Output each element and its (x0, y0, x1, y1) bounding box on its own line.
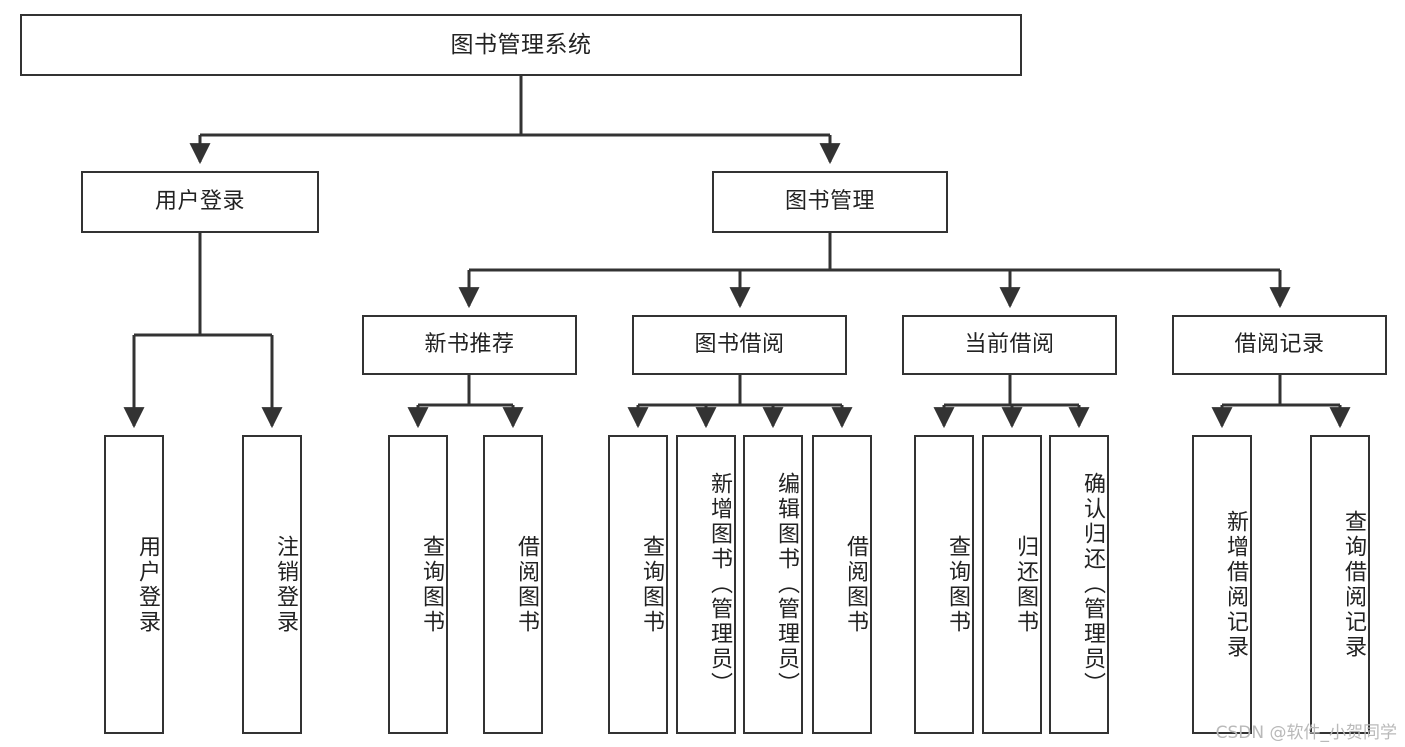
leaf-book-borrow-add[interactable]: 新增图书（管理员） (676, 435, 736, 734)
node-label: 借阅图书 (514, 534, 539, 635)
node-label: 用户登录 (154, 189, 245, 215)
leaf-borrow-record-query[interactable]: 查询借阅记录 (1310, 435, 1370, 734)
node-label: 当前借阅 (964, 332, 1055, 358)
node-label: 查询图书 (639, 534, 664, 635)
node-label: 新增借阅记录 (1223, 509, 1248, 660)
node-label: 图书借阅 (694, 332, 785, 358)
node-label: 查询图书 (945, 534, 970, 635)
leaf-new-book-query[interactable]: 查询图书 (388, 435, 448, 734)
leaf-book-borrow-borrow[interactable]: 借阅图书 (812, 435, 872, 734)
watermark-text: CSDN @软件_小贺同学 (1215, 723, 1397, 743)
node-label: 归还图书 (1013, 534, 1038, 635)
leaf-user-login-logout[interactable]: 注销登录 (242, 435, 302, 734)
node-label: 新增图书（管理员） (707, 472, 732, 697)
node-label: 查询借阅记录 (1341, 509, 1366, 660)
node-label: 新书推荐 (424, 332, 515, 358)
node-label: 图书管理 (784, 189, 875, 215)
node-label: 用户登录 (135, 534, 160, 635)
leaf-book-borrow-edit[interactable]: 编辑图书（管理员） (743, 435, 803, 734)
node-label: 借阅记录 (1234, 332, 1325, 358)
node-book-manage[interactable]: 图书管理 (712, 171, 948, 233)
node-new-book-recommend[interactable]: 新书推荐 (362, 315, 577, 375)
node-root-system[interactable]: 图书管理系统 (20, 14, 1022, 76)
leaf-current-borrow-query[interactable]: 查询图书 (914, 435, 974, 734)
leaf-current-borrow-confirm-return[interactable]: 确认归还（管理员） (1049, 435, 1109, 734)
leaf-new-book-borrow[interactable]: 借阅图书 (483, 435, 543, 734)
node-current-borrow[interactable]: 当前借阅 (902, 315, 1117, 375)
node-label: 借阅图书 (843, 534, 868, 635)
leaf-user-login-login[interactable]: 用户登录 (104, 435, 164, 734)
node-label: 注销登录 (273, 534, 298, 635)
node-label: 编辑图书（管理员） (774, 472, 799, 697)
node-user-login[interactable]: 用户登录 (81, 171, 319, 233)
node-label: 图书管理系统 (450, 31, 592, 58)
leaf-current-borrow-return[interactable]: 归还图书 (982, 435, 1042, 734)
node-borrow-record[interactable]: 借阅记录 (1172, 315, 1387, 375)
node-book-borrow[interactable]: 图书借阅 (632, 315, 847, 375)
node-label: 确认归还（管理员） (1080, 472, 1105, 697)
leaf-borrow-record-add[interactable]: 新增借阅记录 (1192, 435, 1252, 734)
leaf-book-borrow-query[interactable]: 查询图书 (608, 435, 668, 734)
node-label: 查询图书 (419, 534, 444, 635)
